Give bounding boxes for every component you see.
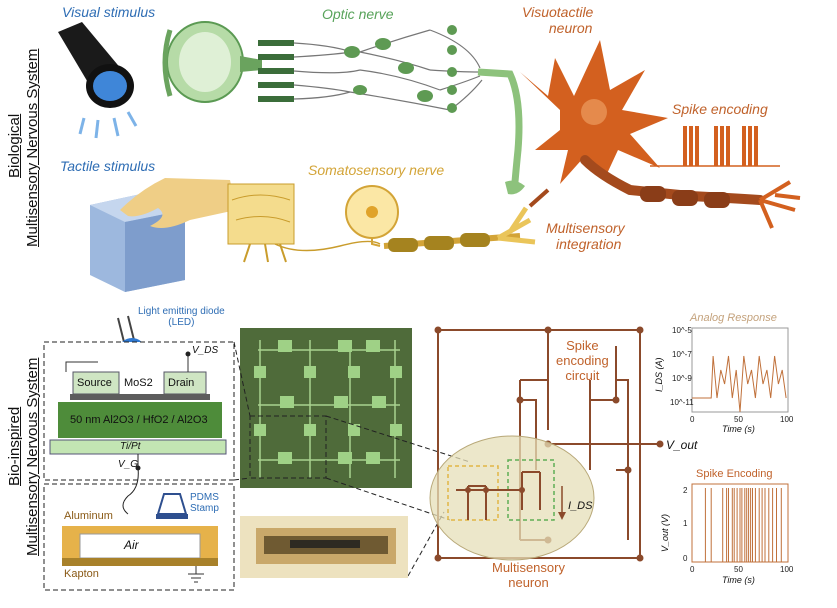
photoreceptor-array [258,40,294,102]
spike-train-bio [650,126,780,167]
skin-receptors [227,183,295,263]
dielectric-label: 50 nm Al2O3 / HfO2 / Al2O3 [70,414,208,426]
analog-xtick-3: 100 [780,415,794,424]
spike-ytick-0: 0 [683,554,688,563]
sensor-photo [240,516,408,578]
visuotactile-line2: neuron [548,20,593,36]
gate-wire [122,454,139,515]
spike-chart-title: Spike Encoding [696,468,773,480]
analog-ytick-1: 10^-5 [672,326,692,335]
visuotactile-neuron [520,40,801,229]
air-label: Air [124,538,139,552]
eye-icon [162,21,262,103]
flashlight-icon [58,22,138,139]
multisensory-line1: Multisensory [546,220,625,236]
circuit-label: Spike encoding circuit [556,338,609,383]
analog-xtick-2: 50 [734,415,743,424]
zoom-lines [233,341,471,577]
gate-metal-label: Ti/Pt [120,441,141,452]
spike-xtick-2: 50 [734,565,743,574]
analog-xtick-1: 0 [690,415,695,424]
mos2-layer [70,394,210,400]
drain-label: Drain [168,377,195,389]
visuotactile-neuron-label: Visuotactile neuron [522,4,593,36]
bioinspired-section-title-1: Bio-inspired [6,406,23,486]
ids-label: I_DS [568,500,593,512]
spike-ytick-1: 1 [683,519,688,528]
analog-chart-title: Analog Response [690,312,777,324]
spike-encoding-label: Spike encoding [672,101,768,117]
kapton-layer [62,558,218,566]
device-pads [254,340,402,464]
vout-label: V_out [666,438,698,452]
analog-ytick-2: 10^-7 [672,350,692,359]
led-line1: Light emitting diode [138,306,225,317]
aluminum-label: Aluminum [64,510,113,522]
spike-encoding-series [704,488,782,562]
circuit-line1: Spike [566,338,599,353]
led-line2: (LED) [168,317,195,328]
led-label: Light emitting diode (LED) [138,306,225,328]
dielectric-layer [58,402,222,438]
retinal-cells [344,25,457,113]
vds-label: V_DS [192,345,219,356]
pdms-stamp-icon [156,493,188,519]
spike-ylabel: V_out (V) [660,513,670,552]
visual-stimulus-label: Visual stimulus [62,4,156,20]
neuron-line2: neuron [508,575,549,590]
optic-terminal [505,180,525,195]
analog-xlabel: Time (s) [722,424,755,434]
ground-symbol [188,566,204,583]
multisensory-neuron-label: Multisensory neuron [492,560,565,590]
aluminum-top [62,526,218,534]
analog-ytick-3: 10^-9 [672,374,692,383]
multisensory-integration-label: Multisensory integration [546,220,625,252]
hand [120,178,236,228]
analog-response-series [692,355,787,413]
analog-response-line [692,355,787,413]
somatosensory-nerve-label: Somatosensory nerve [308,162,445,178]
multisensory-line2: integration [556,236,622,252]
source-label: Source [77,377,112,389]
analog-ytick-4: 10^-11 [670,398,694,407]
tactile-stimulus-label: Tactile stimulus [60,158,156,174]
pdms-label: PDMS Stamp [190,492,219,514]
analog-ylabel: I_DS (A) [654,357,664,392]
optic-nerve-tract [477,68,523,183]
ground-wire [65,361,98,372]
circuit-line2: encoding [556,353,609,368]
spike-xtick-3: 100 [780,565,794,574]
kapton-label: Kapton [64,568,99,580]
vg-label: V_G [118,459,139,470]
pdms-line2: Stamp [190,503,219,514]
multisensory-neuron-region [429,435,595,561]
neuron-line1: Multisensory [492,560,565,575]
channel-label: MoS2 [124,377,153,389]
spike-xtick-1: 0 [690,565,695,574]
spike-ytick-2: 2 [683,486,688,495]
somatosensory-nerve [274,185,536,252]
spike-xlabel: Time (s) [722,575,755,585]
circuit-line3: circuit [565,368,600,383]
optic-nerve-label: Optic nerve [322,6,394,22]
visuotactile-line1: Visuotactile [522,4,594,20]
optical-transistor-box [447,465,499,521]
pdms-line1: PDMS [190,492,219,503]
bioinspired-section-title-2: Multisensory Nervous System [24,357,41,556]
air-gap [79,533,201,559]
